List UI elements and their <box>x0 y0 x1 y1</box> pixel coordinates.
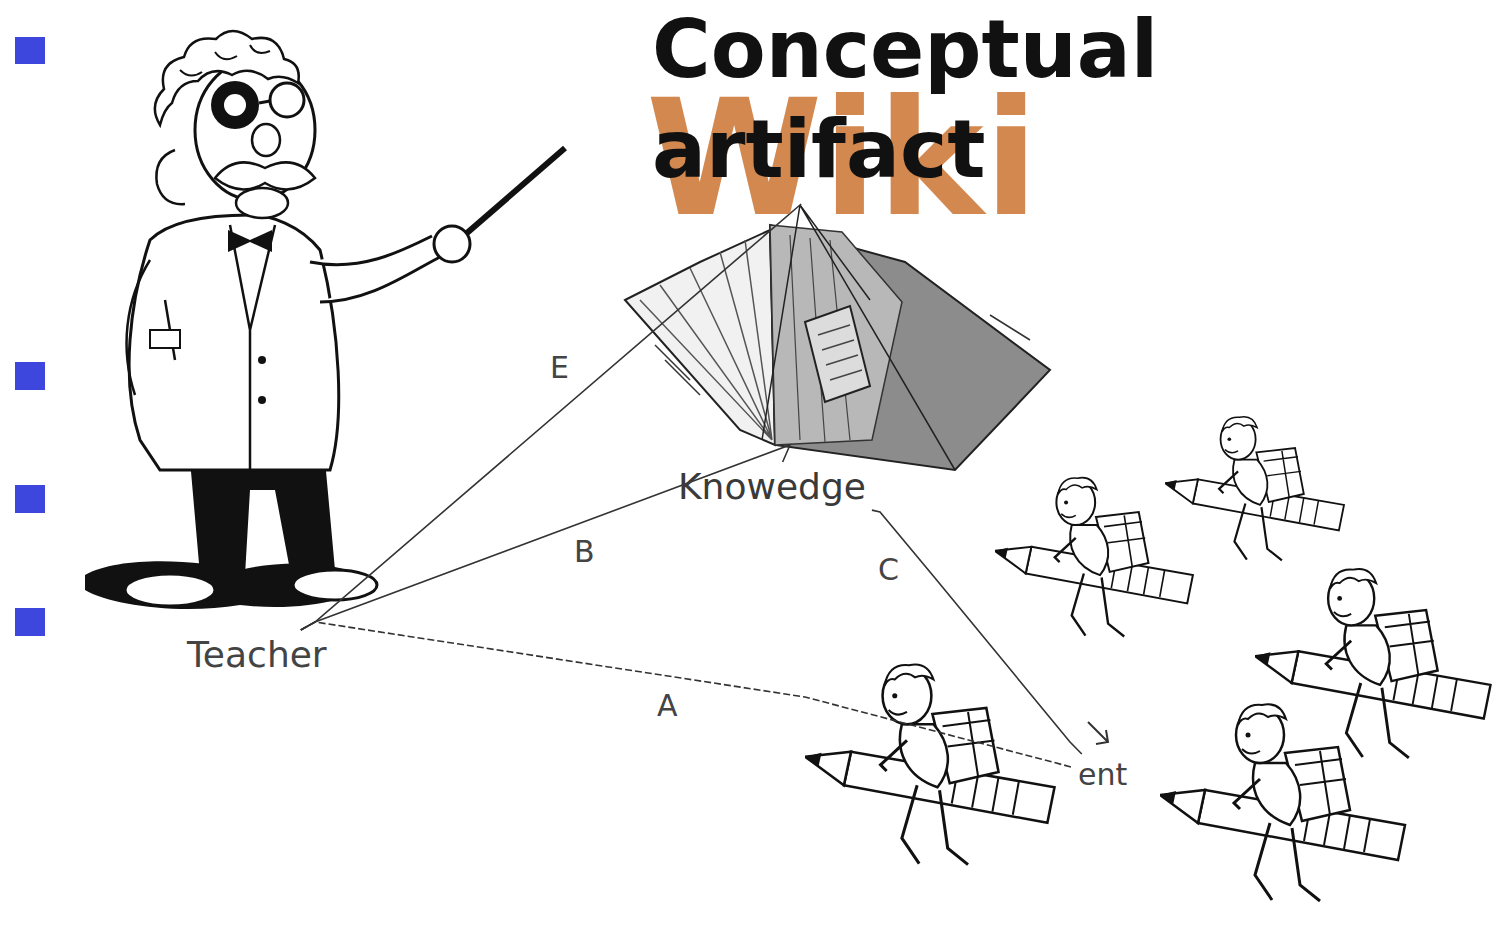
teacher-figure-part <box>258 356 266 364</box>
teacher-label: Teacher <box>185 634 329 675</box>
teacher-figure-part <box>293 570 377 600</box>
book-figure-part <box>655 315 1030 395</box>
students-figure-part <box>805 664 1054 864</box>
teacher-figure-part <box>180 45 270 76</box>
teacher-figure-part <box>259 101 270 103</box>
edge-letter: A <box>655 688 680 723</box>
students-figure-part <box>1088 722 1108 744</box>
students-figure-part <box>1165 417 1344 561</box>
slide-bullets <box>15 37 45 636</box>
student-label: ent <box>1076 758 1129 793</box>
teacher-figure-part <box>252 124 280 156</box>
edge-letter: B <box>572 534 597 569</box>
book-figure-part <box>770 225 1050 470</box>
connector-line <box>872 510 1082 754</box>
slide-bullets-part <box>15 485 45 513</box>
knowledge-label: Knowedge <box>676 466 868 507</box>
teacher-figure-part <box>230 225 275 470</box>
teacher-figure-part <box>190 460 335 575</box>
slide-bullets-part <box>15 37 45 64</box>
connector-line <box>301 622 1072 767</box>
book-figure-part <box>818 325 862 380</box>
teacher-figure-part <box>310 236 442 302</box>
teacher-figure-part <box>434 226 470 262</box>
book-figure-part <box>640 240 772 440</box>
book-figure-part <box>805 306 870 402</box>
students-figure-part <box>995 478 1193 637</box>
teacher-figure-part <box>150 330 180 348</box>
students-figure-part <box>1255 569 1490 758</box>
teacher-figure-part <box>129 215 339 470</box>
teacher-figure-part <box>215 162 315 189</box>
teacher-figure-part <box>236 188 288 218</box>
edge-letter: C <box>876 552 901 587</box>
teacher-label-text: Teacher <box>187 634 327 675</box>
students-figure <box>805 417 1490 901</box>
slide-bullets-part <box>15 362 45 390</box>
knowledge-label-text: Knowedge <box>678 466 866 507</box>
edge-letter: E <box>548 350 571 385</box>
connector-line <box>301 204 801 630</box>
teacher-figure-part <box>125 574 215 606</box>
book-figure-part <box>770 225 902 445</box>
book-figure-part <box>625 230 775 445</box>
teacher-figure-part <box>156 150 185 204</box>
artifact-heading: Conceptual artifact <box>650 0 1195 200</box>
teacher-figure-part <box>258 396 266 404</box>
students-figure-part <box>1160 704 1405 901</box>
teacher-figure <box>85 31 565 609</box>
student-label-text: ent <box>1078 758 1127 793</box>
teacher-figure-part <box>127 260 175 395</box>
teacher-figure-part <box>224 94 246 116</box>
artifact-heading-text: Conceptual artifact <box>652 0 1193 200</box>
teacher-figure-part <box>228 230 272 252</box>
teacher-figure-part <box>270 83 304 117</box>
slide-bullets-part <box>15 608 45 636</box>
teacher-figure-part <box>211 81 259 129</box>
